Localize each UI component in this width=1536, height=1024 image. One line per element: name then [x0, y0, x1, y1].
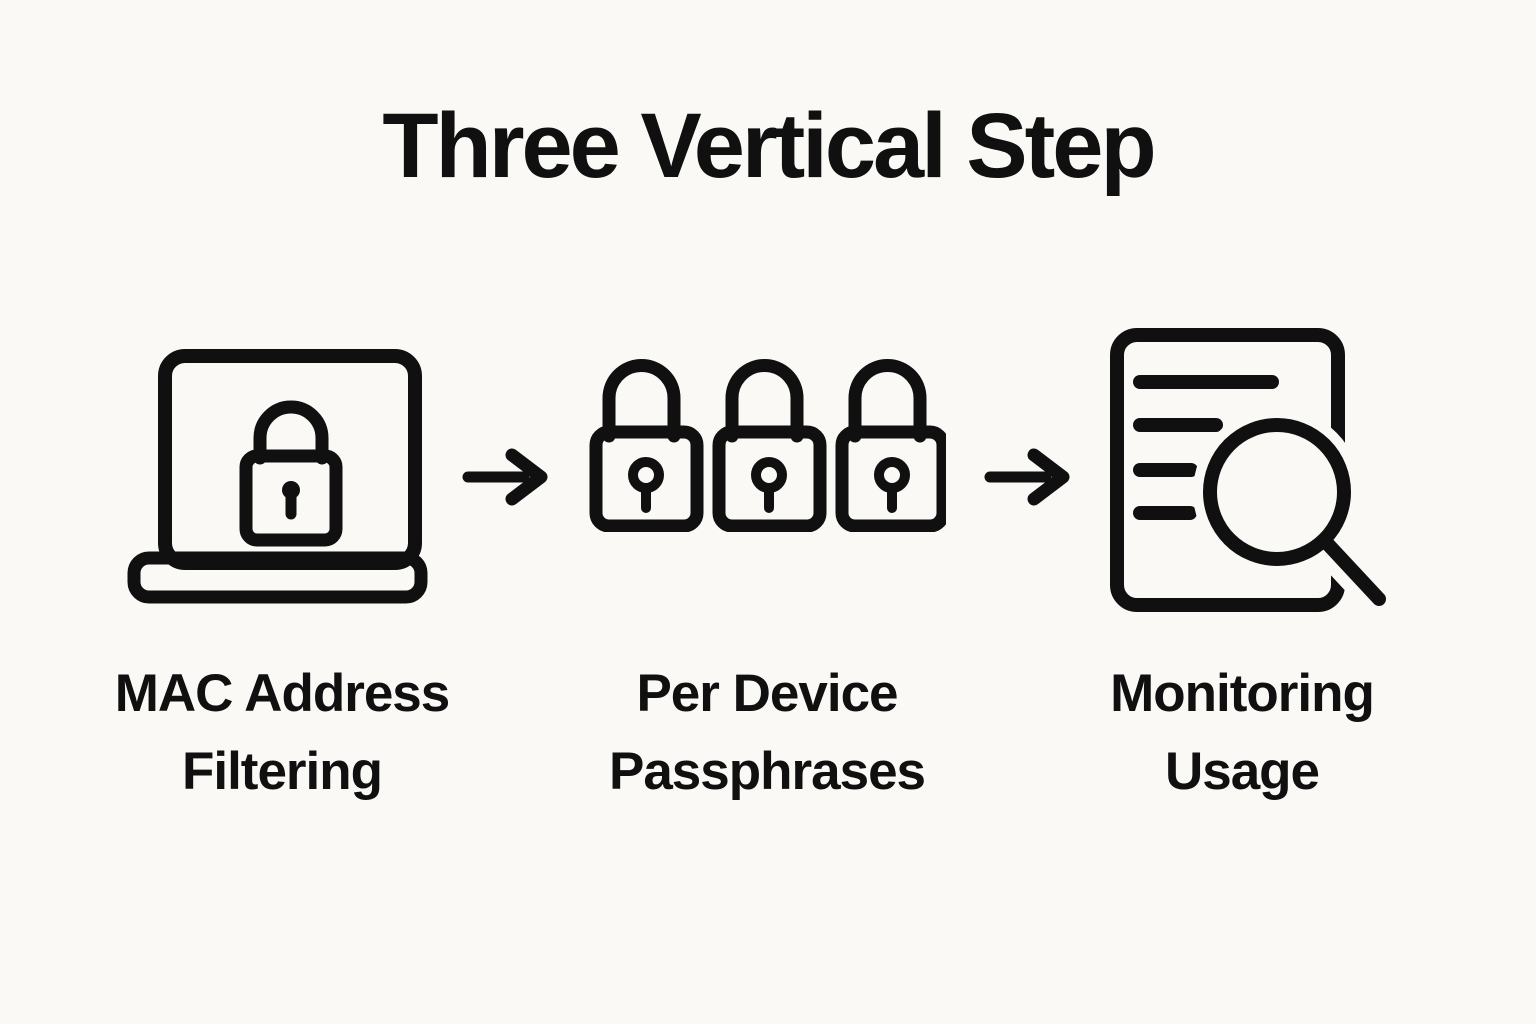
arrow-right-icon: [984, 446, 1074, 508]
page-title: Three Vertical Step: [382, 95, 1156, 197]
step-label-mac-address-filtering: MAC Address Filtering: [52, 655, 512, 811]
label-line: Passphrases: [608, 742, 926, 801]
document-search-icon: [1103, 323, 1391, 617]
step-label-monitoring-usage: Monitoring Usage: [1012, 655, 1472, 811]
magnifier-lens: [1203, 418, 1351, 566]
padlock-3: [835, 359, 946, 532]
three-padlocks-icon: [588, 356, 946, 532]
label-line: Per Device: [636, 664, 898, 723]
lock-shackle: [253, 400, 329, 465]
magnifier-handle: [1317, 533, 1386, 606]
arrow-right-icon: [462, 446, 552, 508]
label-line: Monitoring: [1110, 664, 1375, 723]
step-label-per-device-passphrases: Per Device Passphrases: [537, 655, 997, 811]
padlock-2: [712, 359, 827, 532]
laptop-base: [127, 551, 428, 604]
lock-body: [239, 449, 343, 547]
label-line: MAC Address: [114, 664, 451, 723]
label-line: Usage: [1164, 742, 1320, 801]
label-line: Filtering: [181, 742, 383, 801]
padlock-1: [589, 359, 704, 532]
laptop-lock-icon: [120, 346, 435, 604]
